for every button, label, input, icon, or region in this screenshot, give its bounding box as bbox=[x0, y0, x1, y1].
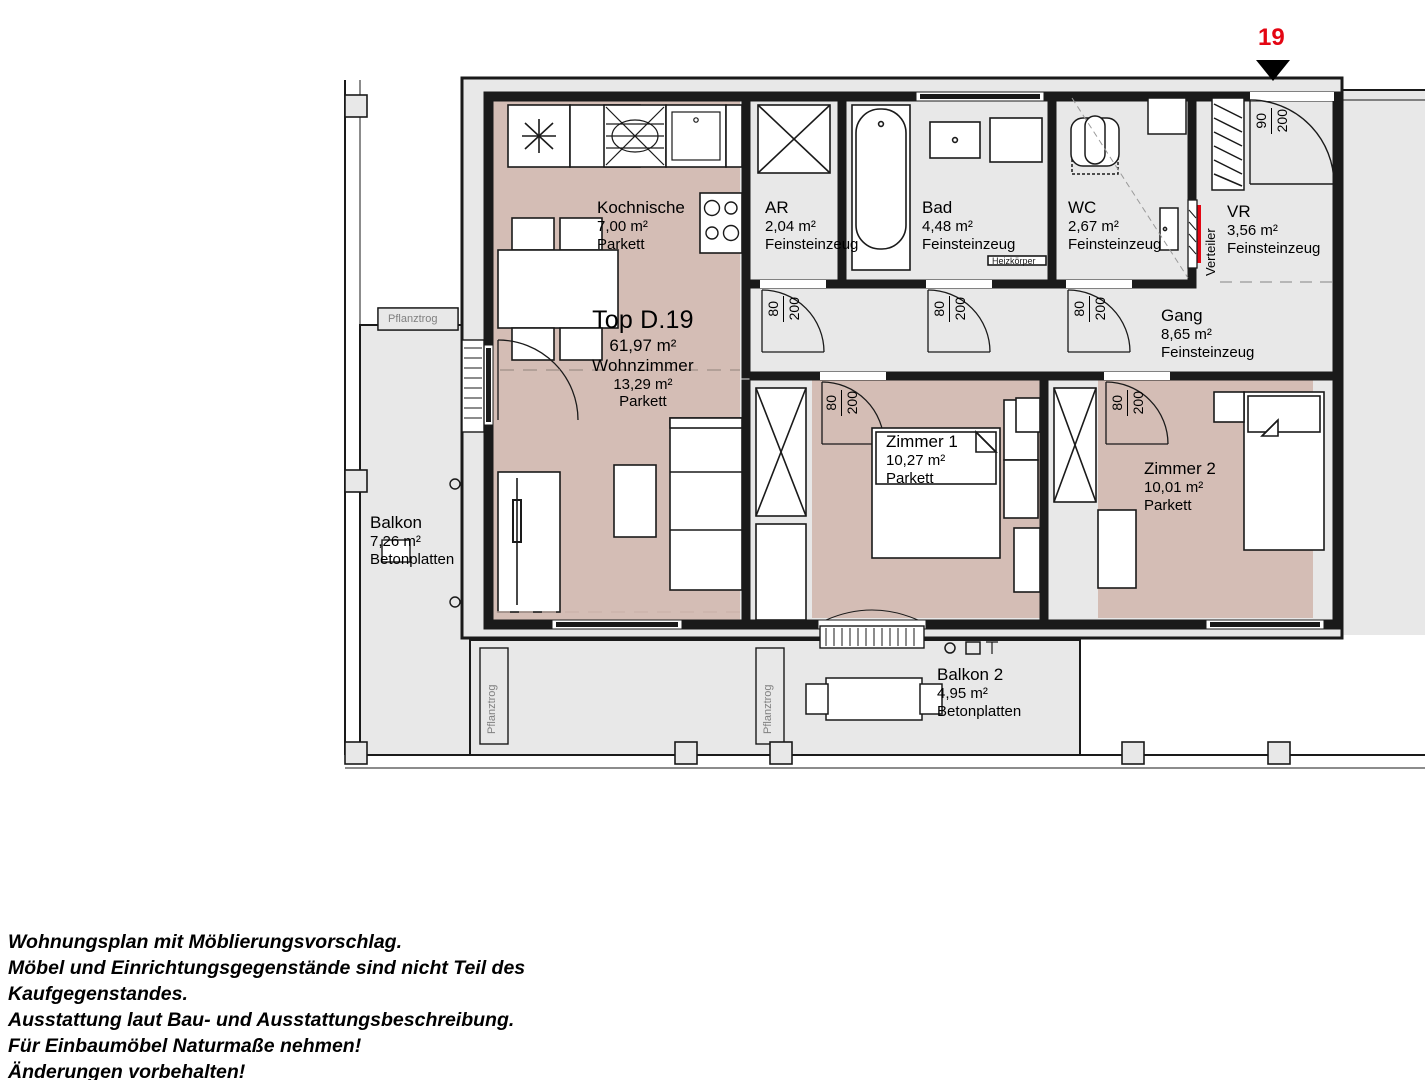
door-height: 200 bbox=[952, 297, 968, 321]
door-width: 80 bbox=[931, 301, 947, 317]
radiator-bad bbox=[987, 255, 1047, 266]
window-living-room bbox=[551, 619, 683, 630]
disclaimer-line: Änderungen vorbehalten! bbox=[8, 1060, 246, 1080]
disclaimer-line: Kaufgegenstandes. bbox=[8, 982, 188, 1005]
wc-diagonal-guide bbox=[1071, 97, 1189, 279]
dining-table bbox=[497, 217, 619, 361]
toilet-icon bbox=[1070, 115, 1120, 175]
door-width: 80 bbox=[823, 395, 839, 411]
door-dim-entrance: 90 200 bbox=[1253, 108, 1290, 134]
pflanztrog-label-left: Pflanztrog bbox=[486, 684, 498, 734]
door-height: 200 bbox=[1130, 391, 1146, 415]
floor-plan-drawing bbox=[344, 76, 1425, 769]
living-room-door bbox=[497, 339, 579, 421]
door-dim-bad: 80 200 bbox=[931, 296, 968, 322]
door-width: 80 bbox=[765, 301, 781, 317]
balcony-door-zimmer1 bbox=[817, 609, 927, 649]
door-height: 200 bbox=[1274, 109, 1290, 133]
verteiler-panel bbox=[1187, 199, 1201, 269]
door-arcs-bedrooms bbox=[821, 381, 1169, 445]
disclaimer-line: Möbel und Einrichtungsgegenstände sind n… bbox=[8, 956, 526, 979]
dishwasher-icon bbox=[522, 119, 556, 153]
door-dim-ar: 80 200 bbox=[765, 296, 802, 322]
door-arcs-corridor bbox=[761, 289, 1131, 353]
zimmer1-furniture bbox=[871, 397, 1041, 593]
stove-burners-icon bbox=[703, 199, 740, 242]
wc-sink bbox=[1159, 207, 1179, 251]
door-width: 90 bbox=[1253, 113, 1269, 129]
washing-machine bbox=[989, 117, 1043, 163]
entrance-door bbox=[1249, 92, 1335, 185]
door-openings-corridor bbox=[760, 280, 1132, 288]
pflanztrog-label-top: Pflanztrog bbox=[388, 313, 438, 325]
door-dim-zimmer-1: 80 200 bbox=[823, 390, 860, 416]
door-height: 200 bbox=[786, 297, 802, 321]
door-openings-bedrooms bbox=[820, 372, 1170, 380]
bathtub bbox=[851, 104, 911, 271]
planter-boxes bbox=[377, 307, 785, 745]
door-width: 80 bbox=[1071, 301, 1087, 317]
verteiler-label: Verteiler bbox=[1203, 228, 1218, 276]
entrance-number-marker: 19 bbox=[1258, 24, 1285, 51]
door-height: 200 bbox=[1092, 297, 1108, 321]
door-dim-zimmer-2: 80 200 bbox=[1109, 390, 1146, 416]
heizkoerper-label: Heizkörper bbox=[992, 256, 1036, 266]
closet-x-doors bbox=[755, 387, 807, 621]
living-room-furniture bbox=[497, 417, 743, 613]
pflanztrog-label-right: Pflanztrog bbox=[762, 684, 774, 734]
bathroom-sink bbox=[929, 121, 981, 159]
fridge-icon bbox=[671, 111, 721, 161]
window-top-bad bbox=[915, 91, 1045, 102]
balcony2-furniture bbox=[805, 641, 998, 721]
disclaimer-line: Wohnungsplan mit Möblierungsvorschlag. bbox=[8, 931, 402, 953]
disclaimer-text: Wohnungsplan mit Möblierungsvorschlag. M… bbox=[8, 930, 708, 1080]
disclaimer-line: Für Einbaumöbel Naturmaße nehmen! bbox=[8, 1034, 362, 1057]
door-width: 80 bbox=[1109, 395, 1125, 411]
door-dim-wc: 80 200 bbox=[1071, 296, 1108, 322]
zimmer2-furniture bbox=[1053, 387, 1325, 589]
wardrobe-vr bbox=[1211, 97, 1245, 191]
window-zimmer2 bbox=[1205, 619, 1325, 630]
door-height: 200 bbox=[844, 391, 860, 415]
sink-icon bbox=[605, 106, 665, 166]
disclaimer-line: Ausstattung laut Bau- und Ausstattungsbe… bbox=[8, 1008, 515, 1031]
entrance-arrow-icon bbox=[1256, 60, 1290, 81]
structural-grid bbox=[344, 80, 1425, 769]
top-right-cabinet bbox=[1147, 97, 1187, 135]
balcony-door-left bbox=[461, 339, 494, 433]
ar-storage-fittings bbox=[757, 104, 831, 174]
